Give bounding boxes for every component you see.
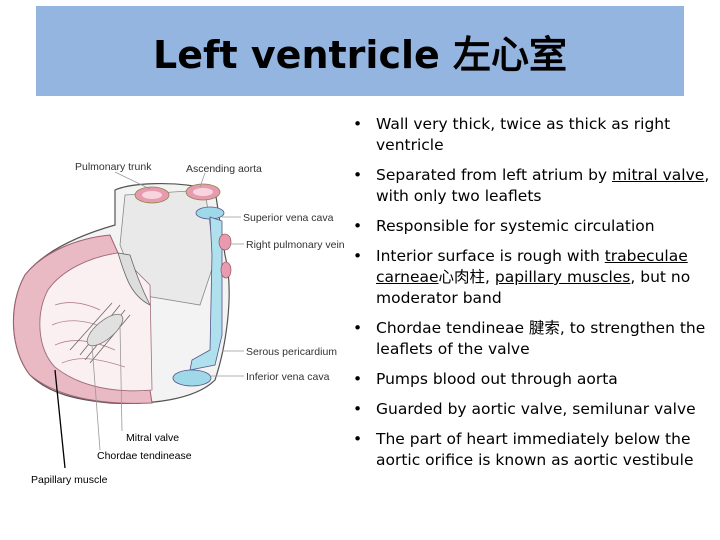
pulmonary-vein [220,261,232,279]
link-papillary-muscles[interactable]: papillary muscles [494,268,631,286]
label-papillary-muscle: Papillary muscle [31,474,108,486]
label-superior-vena-cava: Superior vena cava [243,212,334,224]
label-inferior-vena-cava: Inferior vena cava [246,371,330,383]
title-bar: Left ventricle 左心室 [36,6,684,96]
papillary-muscle-shape [86,313,124,347]
bullet-item: Chordae tendineae 腱索, to strengthen the … [350,318,712,360]
slide-title: Left ventricle 左心室 [153,32,567,77]
pulmonary-vein [218,233,232,251]
label-chordae-tendinease: Chordae tendinease [97,450,192,462]
papillary-pointer [54,369,66,469]
label-ascending-aorta: Ascending aorta [186,163,262,175]
bullet-item: Responsible for systemic circulation [350,216,712,237]
link-trabeculae-carneae[interactable]: trabeculae carneae [376,247,688,286]
label-mitral-valve: Mitral valve [126,432,179,444]
bullet-list: Wall very thick, twice as thick as right… [350,114,712,480]
bullet-item: The part of heart immediately below the … [350,429,712,471]
leader-lines [91,171,244,451]
bullet-item: Pumps blood out through aorta [350,369,712,390]
heart-diagram: Pulmonary trunk Ascending aorta Superior… [12,161,345,486]
bullet-item: Interior surface is rough with trabecula… [350,246,712,309]
label-right-pulmonary-vein: Right pulmonary vein [246,239,345,251]
bullet-item: Wall very thick, twice as thick as right… [350,114,712,156]
link-mitral-valve[interactable]: mitral valve [612,166,705,184]
heart-illustration: Pulmonary trunk Ascending aorta Superior… [0,135,350,495]
bullet-item: Guarded by aortic valve, semilunar valve [350,399,712,420]
label-pulmonary-trunk: Pulmonary trunk [75,161,152,173]
ventricle-cavity [39,252,153,392]
mitral-valve-leaflet [117,252,151,306]
label-serous-pericardium: Serous pericardium [246,346,337,358]
inferior-vena-cava-opening [172,369,212,387]
bullet-item: Separated from left atrium by mitral val… [350,165,712,207]
